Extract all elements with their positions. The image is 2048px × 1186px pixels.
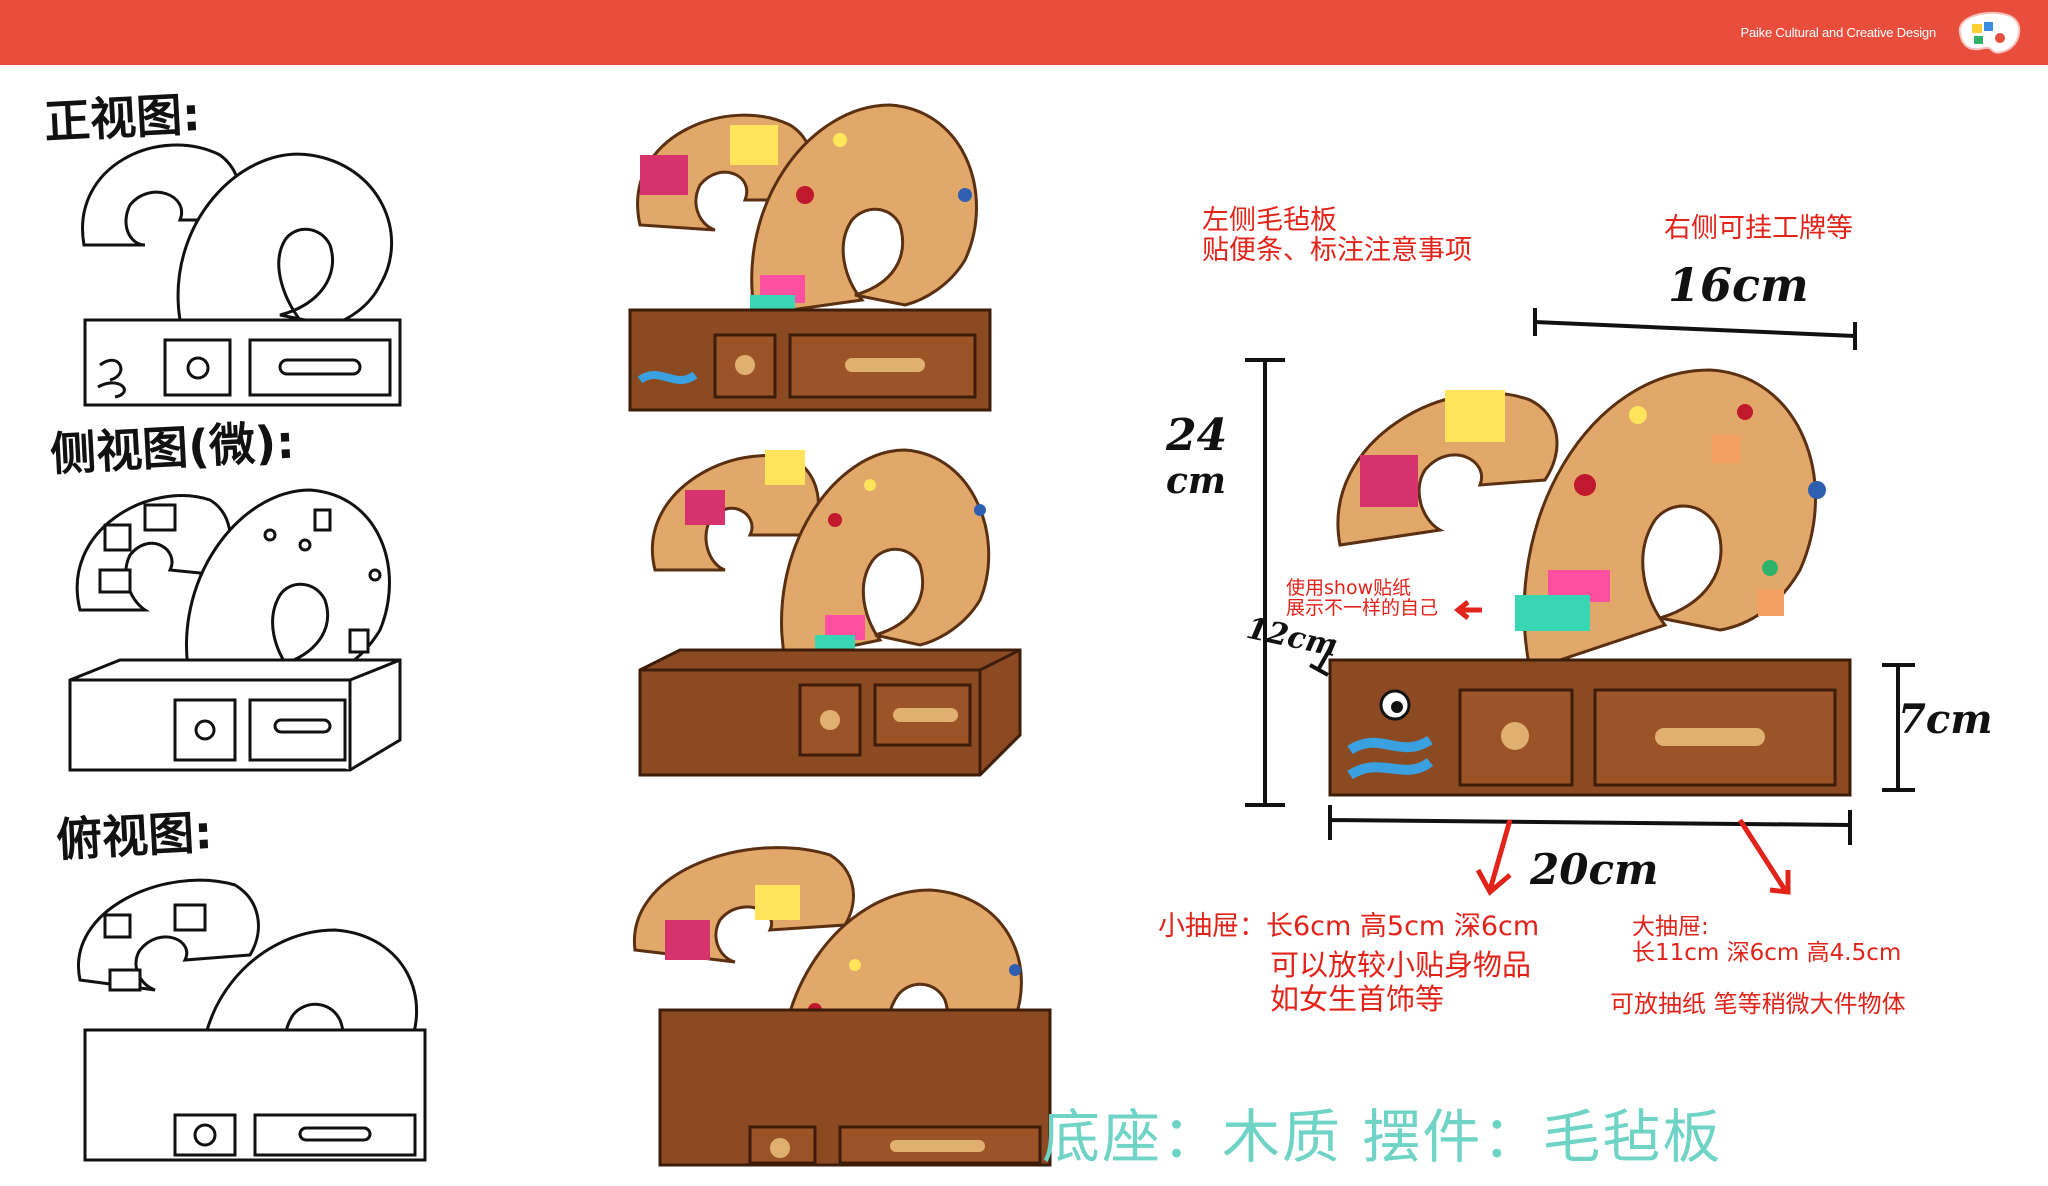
dim-height-unit: cm (1166, 460, 1227, 502)
left-board-note-line2: 贴便条、标注注意事项 (1202, 235, 1472, 266)
colored-render-top (633, 846, 1052, 1167)
palette-logo-icon (1958, 11, 2021, 54)
small-drawer-use-line1: 可以放较小贴身物品 (1270, 948, 1532, 982)
dim-height-number: 24 (1166, 410, 1228, 461)
left-board-note-line1: 左侧毛毡板 (1202, 205, 1337, 236)
materials-caption: 底座：木质 摆件：毛毡板 (1042, 1103, 1723, 1171)
sticker-note-line2: 展示不一样的自己 (1286, 597, 1439, 619)
right-board-note: 右侧可挂工牌等 (1664, 213, 1853, 244)
header-bar (0, 0, 2048, 65)
dimension-lines (1245, 308, 1915, 896)
sticker-note: 使用show贴纸 展示不一样的自己 (1286, 578, 1438, 618)
small-drawer-use: 可以放较小贴身物品 如女生首饰等 (1270, 948, 1531, 1016)
large-drawer-use: 可放抽纸 笔等稍微大件物体 (1610, 990, 1906, 1018)
dim-top-width: 16cm (1668, 258, 1809, 312)
colored-render-front (628, 103, 992, 412)
left-board-note: 左侧毛毡板 贴便条、标注注意事项 (1202, 206, 1472, 266)
top-view-label: 俯视图: (54, 804, 214, 868)
dim-base-height: 7cm (1898, 696, 1993, 743)
small-drawer-use-line2: 如女生首饰等 (1270, 982, 1445, 1016)
colored-render-side (638, 448, 1022, 777)
front-view-sketch (81, 143, 402, 407)
large-drawer-spec: 长11cm 深6cm 高4.5cm (1632, 940, 1902, 966)
dimensioned-render (1328, 368, 1852, 797)
top-view-sketch (77, 878, 427, 1162)
small-drawer-spec: 小抽屉：长6cm 高5cm 深6cm (1158, 911, 1540, 942)
sticker-note-line1: 使用show贴纸 (1286, 577, 1412, 599)
side-view-sketch (68, 488, 402, 772)
large-drawer-note: 大抽屉: 长11cm 深6cm 高4.5cm (1632, 914, 1901, 966)
brand-text: Paike Cultural and Creative Design (1740, 25, 1936, 40)
large-drawer-title: 大抽屉: (1632, 914, 1709, 940)
dim-base-width: 20cm (1530, 845, 1659, 894)
